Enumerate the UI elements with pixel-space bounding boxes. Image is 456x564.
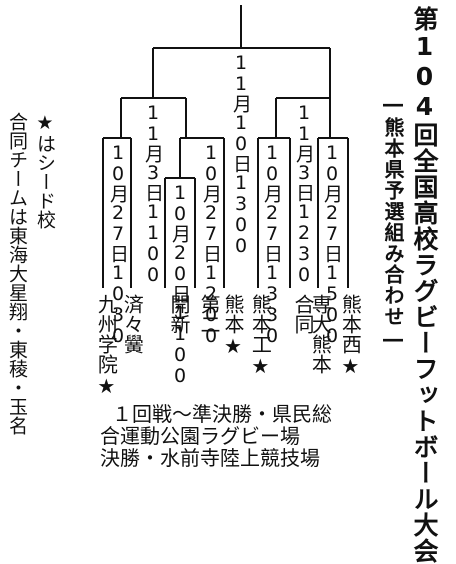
team-sendai-kumamoto: 専大熊本 — [308, 294, 333, 374]
team-kumamoto-nishi: 熊本西★ — [338, 294, 363, 378]
seed-note: ★はシード校 — [33, 112, 56, 229]
team-kumamoto-ko: 熊本工★ — [248, 294, 273, 378]
team-godo: 合同 — [291, 294, 315, 334]
page-title: 第104回全国高校ラグビーフットボール大会 — [410, 6, 439, 564]
match-date-semi-left: 11月3日1100 — [142, 102, 164, 285]
team-kumamoto: 熊本★ — [221, 294, 245, 358]
match-date-qf-3: 10月27日1330 — [261, 142, 283, 346]
match-date-qf-4: 10月27日1500 — [321, 142, 343, 346]
team-kaishin: 開新 — [167, 294, 191, 334]
venue-line-2: 合運動公園ラグビー場 — [100, 424, 300, 448]
team-kyushu-gakuin: 九州学院★ — [94, 294, 119, 398]
team-seiseiko: 済々黌 — [120, 294, 145, 354]
joint-team-note: 合同チームは東海大星翔・東稜・玉名 — [5, 112, 28, 435]
team-daini: 第二 — [197, 294, 221, 334]
match-date-qf-2: 10月27日1200 — [200, 142, 222, 346]
venue-line-3: 決勝・水前寺陸上競技場 — [100, 446, 320, 470]
match-date-final: 11月10日1300 — [230, 52, 252, 256]
match-date-r1: 10月20日1100 — [169, 182, 191, 386]
venue-line-1: １回戦～準決勝・県民総 — [112, 402, 332, 426]
match-date-semi-right: 11月3日1230 — [293, 102, 315, 285]
match-date-qf-1: 10月27日1030 — [107, 142, 129, 346]
bracket-lines — [102, 5, 349, 288]
page-subtitle: ―熊本県予選組み合わせ― — [381, 92, 405, 352]
